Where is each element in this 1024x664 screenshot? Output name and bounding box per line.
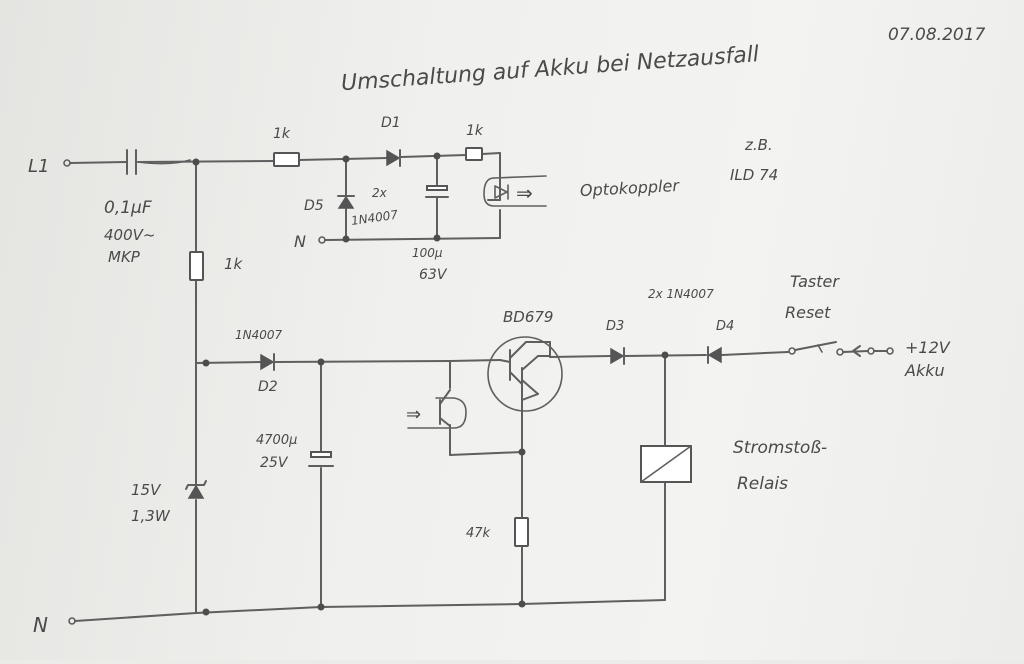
label-r-opto: 1k xyxy=(466,123,484,139)
label-zb: z.B. xyxy=(744,136,773,154)
diagram-title: Umschaltung auf Akku bei Netzausfall xyxy=(340,42,760,96)
label-c-main-voltage: 25V xyxy=(260,455,289,471)
label-transistor: BD679 xyxy=(503,308,553,326)
label-d2: D2 xyxy=(258,379,278,395)
label-c-main-value: 4700µ xyxy=(256,433,297,448)
label-r-base: 47k xyxy=(466,526,491,541)
transistor-bd679-symbol xyxy=(487,336,563,412)
label-ild74: ILD 74 xyxy=(730,166,778,184)
label-diodes-type: 2x 1N4007 xyxy=(648,287,714,301)
label-plus12v: +12V xyxy=(905,338,951,357)
optocoupler-emit-arrow: ⇒ xyxy=(516,181,533,205)
label-taster: Taster xyxy=(790,272,840,291)
label-d5-type: 1N4007 xyxy=(350,208,399,228)
label-r-vert: 1k xyxy=(224,255,244,273)
middle-rail-junctions xyxy=(202,351,669,456)
cap-4700u-symbol xyxy=(308,451,334,467)
reset-push-button-symbol xyxy=(788,341,894,357)
label-d1: D1 xyxy=(381,115,401,131)
label-c-opto-value: 100µ xyxy=(412,246,443,260)
top-rail-wires xyxy=(63,152,501,361)
diode-d4-symbol xyxy=(707,346,722,364)
label-zener-power: 1,3W xyxy=(131,507,171,525)
diode-d2-symbol xyxy=(260,353,275,371)
middle-rail-wires xyxy=(195,351,789,613)
diode-d5-symbol xyxy=(337,195,355,209)
optocoupler-receive-arrow: ⇒ xyxy=(406,404,421,425)
optocoupler-led-symbol xyxy=(483,175,547,207)
label-cap-type: MKP xyxy=(108,248,141,266)
label-d5: D5 xyxy=(304,198,324,214)
diode-d3-symbol xyxy=(610,347,625,365)
resistor-47k xyxy=(514,517,529,547)
resistor-1k-top xyxy=(273,152,300,167)
label-d5-count: 2x xyxy=(372,186,388,200)
label-n-bottom: N xyxy=(33,613,48,637)
zener-diode-symbol xyxy=(185,480,207,499)
label-cap-voltage: 400V~ xyxy=(104,226,155,244)
resistor-1k-opto xyxy=(465,147,483,161)
label-n-top: N xyxy=(294,232,306,251)
label-optokoppler: Optokoppler xyxy=(579,176,680,200)
resistor-1k-vertical xyxy=(189,251,204,281)
label-reset: Reset xyxy=(785,303,831,322)
label-d3: D3 xyxy=(606,319,624,334)
relay-coil-symbol xyxy=(640,445,692,483)
label-d2-type: 1N4007 xyxy=(235,328,283,342)
label-cap-value: 0,1µF xyxy=(104,198,152,218)
cap-100u-symbol xyxy=(425,185,449,198)
top-rail-junctions xyxy=(192,152,441,243)
label-d4: D4 xyxy=(716,319,734,334)
label-l1: L1 xyxy=(28,156,49,177)
label-zener-voltage: 15V xyxy=(131,481,162,499)
bottom-rail-wires xyxy=(68,599,666,625)
label-relay-line2: Relais xyxy=(737,474,788,494)
diode-d1-symbol xyxy=(386,149,401,167)
cap-0-1uf-symbol xyxy=(126,149,191,175)
label-r-top: 1k xyxy=(273,126,291,142)
label-akku: Akku xyxy=(904,361,945,380)
label-relay-line1: Stromstoß- xyxy=(733,438,827,458)
optocoupler-transistor-symbol xyxy=(407,389,467,429)
bottom-rail-junctions xyxy=(202,600,526,616)
label-c-opto-voltage: 63V xyxy=(419,267,448,283)
diagram-date: 07.08.2017 xyxy=(888,25,986,45)
